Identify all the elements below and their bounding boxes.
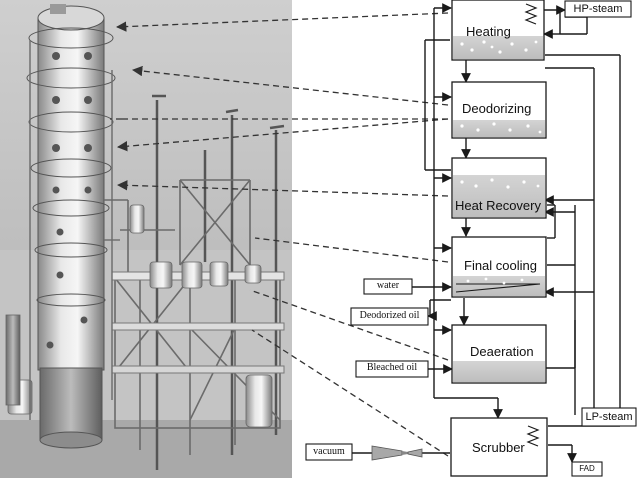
heating-label: Heating — [466, 24, 511, 39]
small-tanks — [5, 204, 273, 428]
lp-steam-box — [581, 407, 637, 427]
water-label: water — [376, 280, 400, 291]
deodorizer-column — [26, 4, 128, 449]
vessel-heat-recovery — [451, 157, 547, 219]
plant-render — [0, 0, 292, 478]
vessel-final-cooling — [451, 236, 547, 298]
fad-label: FAD — [579, 464, 595, 473]
bleached-oil-box — [355, 360, 429, 378]
bleached-oil-label: Bleached oil — [366, 362, 418, 373]
vessel-deaeration — [451, 324, 547, 384]
water-box — [363, 278, 413, 295]
deodorized-oil-label: Deodorized oil — [359, 310, 420, 321]
vessel-scrubber — [450, 417, 548, 477]
hp-steam-box — [564, 0, 632, 18]
light-poles — [152, 94, 285, 470]
vacuum-box — [305, 443, 353, 461]
vessel-heating — [451, 0, 545, 61]
vacuum-label: vacuum — [313, 446, 345, 457]
vessel-deodorizing — [451, 81, 547, 139]
side-boxes — [305, 0, 637, 477]
fad-box — [571, 461, 603, 477]
pointer-lines — [110, 12, 449, 457]
lp-steam-label: LP-steam — [585, 411, 633, 423]
final-cooling-label: Final cooling — [464, 258, 537, 273]
scrubber-label: Scrubber — [472, 440, 525, 455]
vacuum-ejector-icon — [371, 445, 423, 461]
hp-steam-label: HP-steam — [573, 3, 623, 15]
flow-lines — [352, 3, 621, 463]
scrubber-coil-icon — [526, 425, 540, 447]
deodorizing-label: Deodorizing — [462, 101, 532, 116]
deaeration-label: Deaeration — [470, 344, 534, 359]
cooling-coil-icon — [455, 283, 541, 293]
heat-recovery-label: Heat Recovery — [455, 198, 541, 213]
deodorized-oil-box — [350, 307, 429, 326]
heating-coil-icon — [524, 3, 538, 25]
